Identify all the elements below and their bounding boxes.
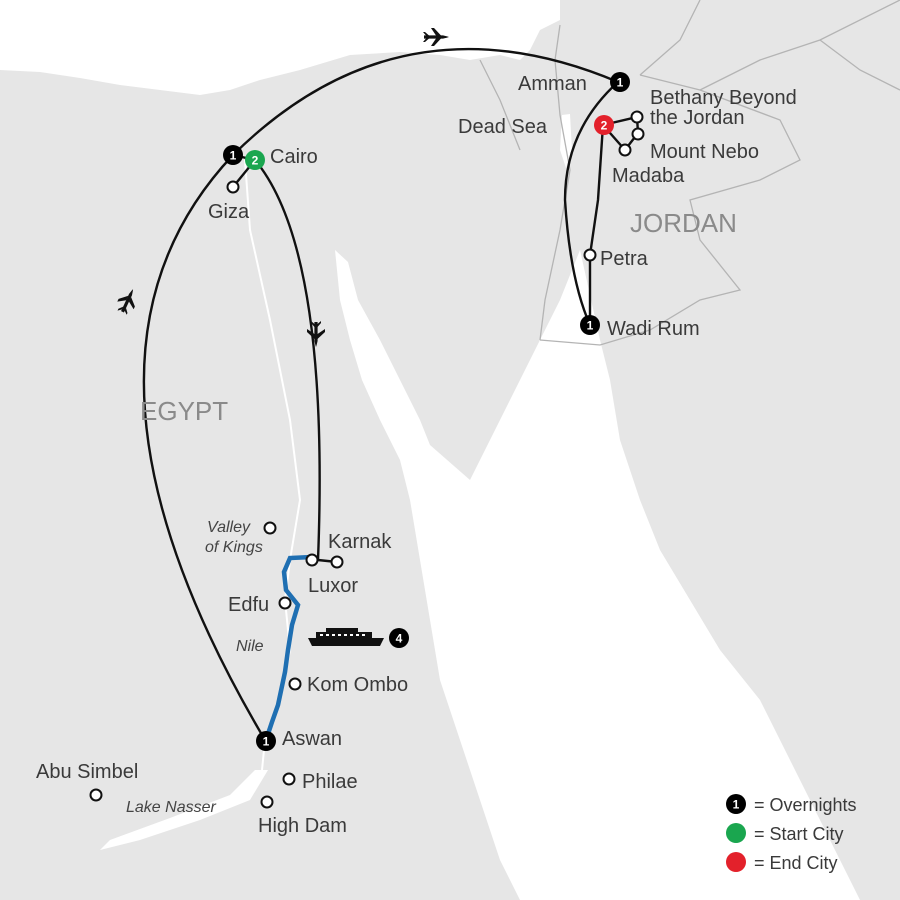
stop-giza [226,180,240,194]
svg-text:1: 1 [587,319,594,333]
label-philae: Philae [302,771,358,793]
country-borders [479,0,900,346]
overnight-cruise: 4 [389,628,409,648]
mediterranean-sea [0,0,560,95]
svg-text:= Overnights: = Overnights [754,795,857,815]
label-valley-2: of Kings [205,539,263,556]
svg-text:= End City: = End City [754,853,838,873]
svg-text:1: 1 [230,149,237,163]
stop-mount-nebo [631,127,645,141]
overnight-cairo: 1 [223,145,243,165]
dead-sea-water [560,114,572,168]
legend-end-city: = End City [726,852,838,873]
label-aswan: Aswan [282,728,342,750]
stop-petra [583,248,597,262]
label-bethany-2: the Jordan [650,107,745,129]
label-kom-ombo: Kom Ombo [307,674,408,696]
stop-kom-ombo [288,677,302,691]
overnight-amman: 1 [610,72,630,92]
map-legend: 1 = Overnights = Start City = End City [726,794,857,873]
svg-text:1: 1 [263,735,270,749]
svg-text:2: 2 [252,154,259,168]
label-giza: Giza [208,201,250,223]
stop-karnak [330,555,344,569]
label-petra: Petra [600,248,649,270]
stop-valley-of-kings [263,521,277,535]
country-label-egypt: EGYPT [140,396,228,426]
label-amman: Amman [518,73,587,95]
label-high-dam: High Dam [258,815,347,837]
lake-nasser-water [100,770,268,850]
stop-luxor [305,553,319,567]
svg-text:1: 1 [617,76,624,90]
label-bethany-1: Bethany Beyond [650,87,797,109]
label-nile: Nile [236,638,264,655]
stop-bethany [630,110,644,124]
stop-abu-simbel [89,788,103,802]
nile-cruise-route [263,554,313,741]
label-dead-sea: Dead Sea [458,116,548,138]
svg-text:= Start City: = Start City [754,824,844,844]
label-lake-nasser: Lake Nasser [126,799,216,816]
svg-text:4: 4 [396,632,403,646]
cruise-ship-icon [308,628,384,646]
label-mount-nebo: Mount Nebo [650,141,759,163]
stop-philae [282,772,296,786]
svg-text:2: 2 [601,119,608,133]
stop-madaba [618,143,632,157]
legend-start-city: = Start City [726,823,844,844]
red-sea [335,250,860,900]
stop-edfu [278,596,292,610]
flight-routes [142,47,619,741]
label-cairo: Cairo [270,146,318,168]
label-karnak: Karnak [328,531,392,553]
stop-markers [89,110,645,809]
label-luxor: Luxor [308,575,358,597]
overnight-wadi-rum: 1 [580,315,600,335]
country-label-jordan: JORDAN [630,208,737,238]
label-edfu: Edfu [228,594,269,616]
legend-overnights: 1 = Overnights [726,794,857,815]
start-city-cairo: 2 [245,150,265,170]
label-madaba: Madaba [612,165,685,187]
label-abu-simbel: Abu Simbel [36,761,138,783]
stop-high-dam [260,795,274,809]
end-city-dead-sea: 2 [594,115,614,135]
sinai-peninsula [360,240,545,455]
overnight-aswan: 1 [256,731,276,751]
label-valley-1: Valley [207,519,251,536]
label-wadi-rum: Wadi Rum [607,318,700,340]
svg-text:1: 1 [733,798,740,812]
